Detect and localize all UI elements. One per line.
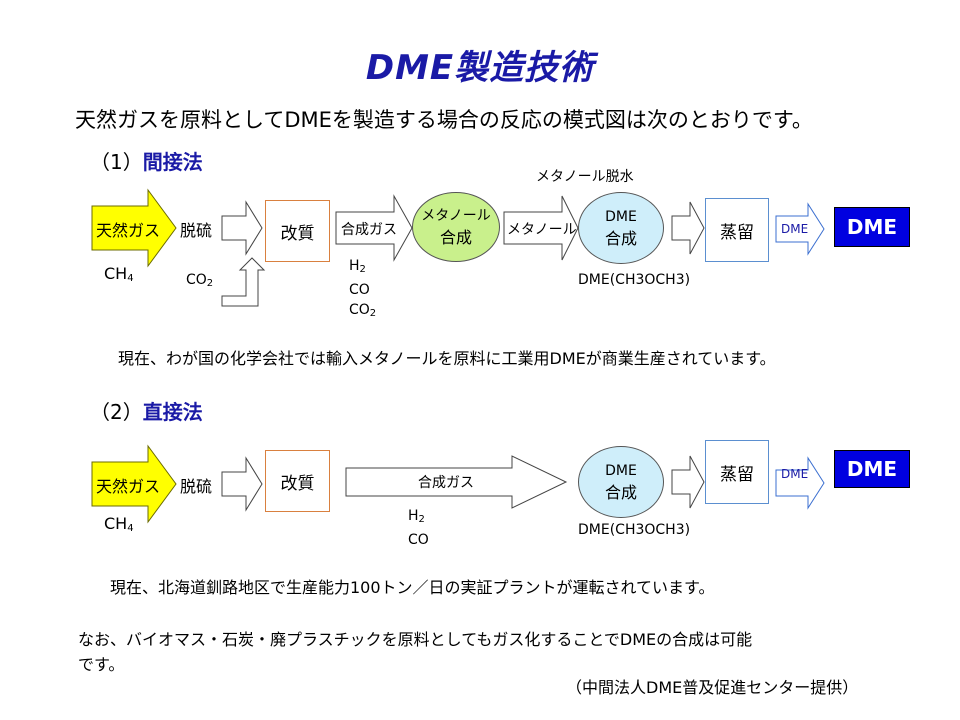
co2-label: CO2 [186,272,214,289]
syngas-label-1: 合成ガス [341,222,397,238]
syngas-composition-1: H2 CO CO2 [349,256,376,324]
section2-number: （2） [90,400,143,424]
intro-text: 天然ガスを原料としてDMEを製造する場合の反応の模式図は次のとおりです。 [75,108,813,132]
dme-synthesis-2-line1: DME [605,463,637,479]
arrow-to-distill-1 [671,201,705,255]
section2-name: 直接法 [142,400,203,424]
section2-note: 現在、北海道釧路地区で生産能力100トン／日の実証プラントが運転されています。 [110,578,715,597]
arrow-to-dme-2 [775,456,825,510]
reforming-box-1: 改質 [265,200,330,262]
distillation-box-1: 蒸留 [705,198,769,262]
dme-synthesis-1-line1: DME [605,209,637,225]
methanol-label: メタノール [507,222,577,238]
arrow-syngas-1 [335,194,413,262]
co-label-2: CO [408,532,429,548]
section1-number: （1） [90,150,143,174]
dme-synthesis-2-line2: 合成 [604,483,637,502]
footer-note-line1: なお、バイオマス・石炭・廃プラスチックを原料としてもガス化することでDMEの合成… [78,630,753,649]
arrow-co2-bend [221,257,266,307]
page-title: DME製造技術 [365,48,595,88]
distillation-label-1: 蒸留 [720,222,754,243]
methanol-synthesis-line1: メタノール [421,208,491,224]
arrow-desulf-reform-2 [221,456,263,512]
co-label-1: CO [349,282,370,298]
feed-label-2: 天然ガス [96,477,161,496]
methanol-dehydration-label: メタノール脱水 [536,169,634,185]
dme-formula-2: DME(CH3OCH3) [578,522,691,538]
dme-small-label-2: DME [781,467,809,481]
dme-synthesis-1-line2: 合成 [604,229,637,248]
distillation-label-2: 蒸留 [720,464,754,485]
methanol-synthesis-ellipse: メタノール 合成 [412,192,500,262]
section1-note: 現在、わが国の化学会社では輸入メタノールを原料に工業用DMEが商業生産されていま… [118,349,776,368]
dme-formula-1: DME(CH3OCH3) [578,272,691,288]
ch4-label-2: CH4 [104,514,134,534]
section2-heading: （2）直接法 [90,396,203,425]
arrow-methanol [503,195,579,261]
arrow-to-dme-1 [775,202,825,256]
reforming-box-2: 改質 [265,450,330,512]
reforming-label-1: 改質 [280,223,315,244]
dme-product-box-1: DME [834,207,910,247]
dme-product-label-2: DME [846,457,898,481]
dme-synthesis-ellipse-2: DME 合成 [578,446,664,518]
dme-product-box-2: DME [834,450,910,488]
reforming-label-2: 改質 [280,473,315,494]
feed-arrow-1 [91,188,177,268]
section1-heading: （1）間接法 [90,146,203,175]
syngas-label-2: 合成ガス [418,475,474,491]
footer-credit: （中間法人DME普及促進センター提供） [566,678,859,697]
dme-product-label-1: DME [846,215,898,239]
ch4-label-1: CH4 [104,264,134,284]
dme-synthesis-ellipse-1: DME 合成 [578,192,664,264]
h2-label-1: H2 [349,258,366,275]
co2-label-1b: CO2 [349,302,377,319]
dme-small-label-1: DME [781,222,809,236]
distillation-box-2: 蒸留 [705,440,769,504]
desulf-label-1: 脱硫 [180,221,213,240]
feed-label-1: 天然ガス [96,221,161,240]
arrow-desulf-reform-1 [221,200,263,256]
footer-note-line2: です。 [78,655,125,674]
syngas-composition-2: H2 CO [408,506,429,550]
h2-label-2: H2 [408,508,425,525]
arrow-to-distill-2 [671,455,705,509]
desulf-label-2: 脱硫 [180,477,213,496]
methanol-synthesis-line2: 合成 [439,228,472,247]
feed-arrow-2 [91,444,177,524]
section1-name: 間接法 [142,150,203,174]
arrow-syngas-2 [345,455,568,509]
